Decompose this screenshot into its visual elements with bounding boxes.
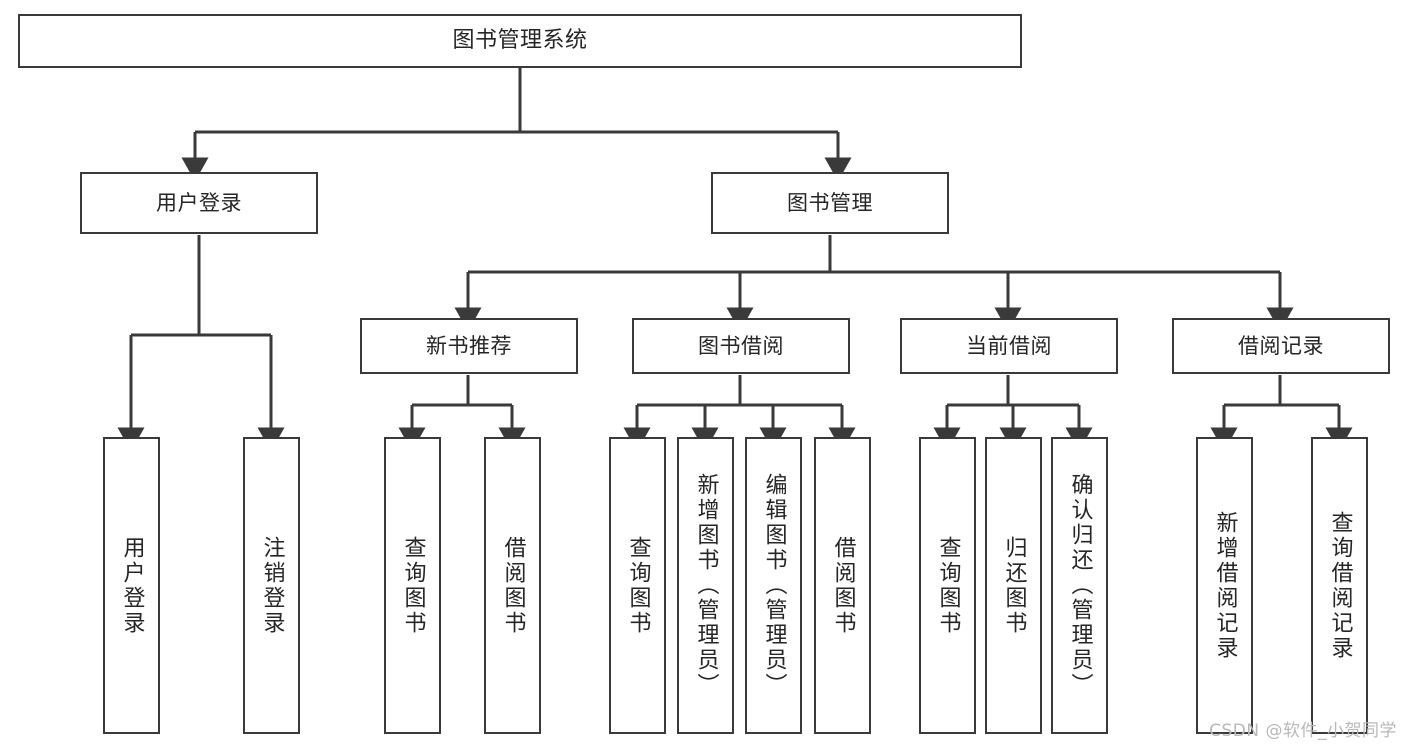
leaf-book-borrow-edit[interactable]: 编辑图书（管理员） [745, 437, 802, 734]
leaf-new-book-borrow[interactable]: 借阅图书 [484, 437, 541, 734]
leaf-current-borrow-confirm[interactable]: 确认归还（管理员） [1051, 437, 1108, 734]
leaf-current-borrow-return-label: 归还图书 [1001, 535, 1027, 636]
leaf-book-borrow-query[interactable]: 查询图书 [609, 437, 666, 734]
leaf-current-borrow-return[interactable]: 归还图书 [985, 437, 1042, 734]
leaf-borrow-record-add-label: 新增借阅记录 [1212, 510, 1238, 661]
leaf-current-borrow-confirm-label: 确认归还（管理员） [1067, 473, 1093, 698]
leaf-borrow-record-query-label: 查询借阅记录 [1327, 510, 1353, 661]
node-root-system[interactable]: 图书管理系统 [18, 14, 1022, 68]
leaf-book-borrow-edit-label: 编辑图书（管理员） [761, 473, 787, 698]
leaf-book-borrow-borrow[interactable]: 借阅图书 [814, 437, 871, 734]
leaf-user-login-signin-label: 用户登录 [119, 535, 145, 636]
leaf-current-borrow-query-label: 查询图书 [935, 535, 961, 636]
node-current-borrow[interactable]: 当前借阅 [900, 318, 1118, 374]
leaf-book-borrow-add-label: 新增图书（管理员） [693, 473, 719, 698]
node-borrow-record[interactable]: 借阅记录 [1172, 318, 1390, 374]
node-current-borrow-label: 当前借阅 [966, 333, 1052, 358]
node-borrow-record-label: 借阅记录 [1238, 333, 1324, 358]
leaf-user-login-signin[interactable]: 用户登录 [103, 437, 160, 734]
node-new-book-recommend[interactable]: 新书推荐 [360, 318, 578, 374]
node-book-borrow[interactable]: 图书借阅 [632, 318, 850, 374]
leaf-new-book-borrow-label: 借阅图书 [500, 535, 526, 636]
node-user-login-label: 用户登录 [156, 190, 242, 215]
node-user-login[interactable]: 用户登录 [80, 172, 318, 234]
node-root-label: 图书管理系统 [452, 27, 588, 53]
leaf-book-borrow-query-label: 查询图书 [625, 535, 651, 636]
leaf-book-borrow-borrow-label: 借阅图书 [830, 535, 856, 636]
leaf-new-book-query[interactable]: 查询图书 [384, 437, 441, 734]
node-new-book-recommend-label: 新书推荐 [426, 333, 512, 358]
node-book-borrow-label: 图书借阅 [698, 333, 784, 358]
leaf-borrow-record-add[interactable]: 新增借阅记录 [1196, 437, 1253, 734]
leaf-user-login-signout[interactable]: 注销登录 [243, 437, 300, 734]
watermark: CSDN @软件_小贺同学 [1209, 721, 1397, 741]
leaf-user-login-signout-label: 注销登录 [259, 535, 285, 636]
node-book-management[interactable]: 图书管理 [711, 172, 949, 234]
node-book-management-label: 图书管理 [787, 190, 873, 215]
leaf-current-borrow-query[interactable]: 查询图书 [919, 437, 976, 734]
leaf-new-book-query-label: 查询图书 [400, 535, 426, 636]
leaf-borrow-record-query[interactable]: 查询借阅记录 [1311, 437, 1368, 734]
leaf-book-borrow-add[interactable]: 新增图书（管理员） [677, 437, 734, 734]
